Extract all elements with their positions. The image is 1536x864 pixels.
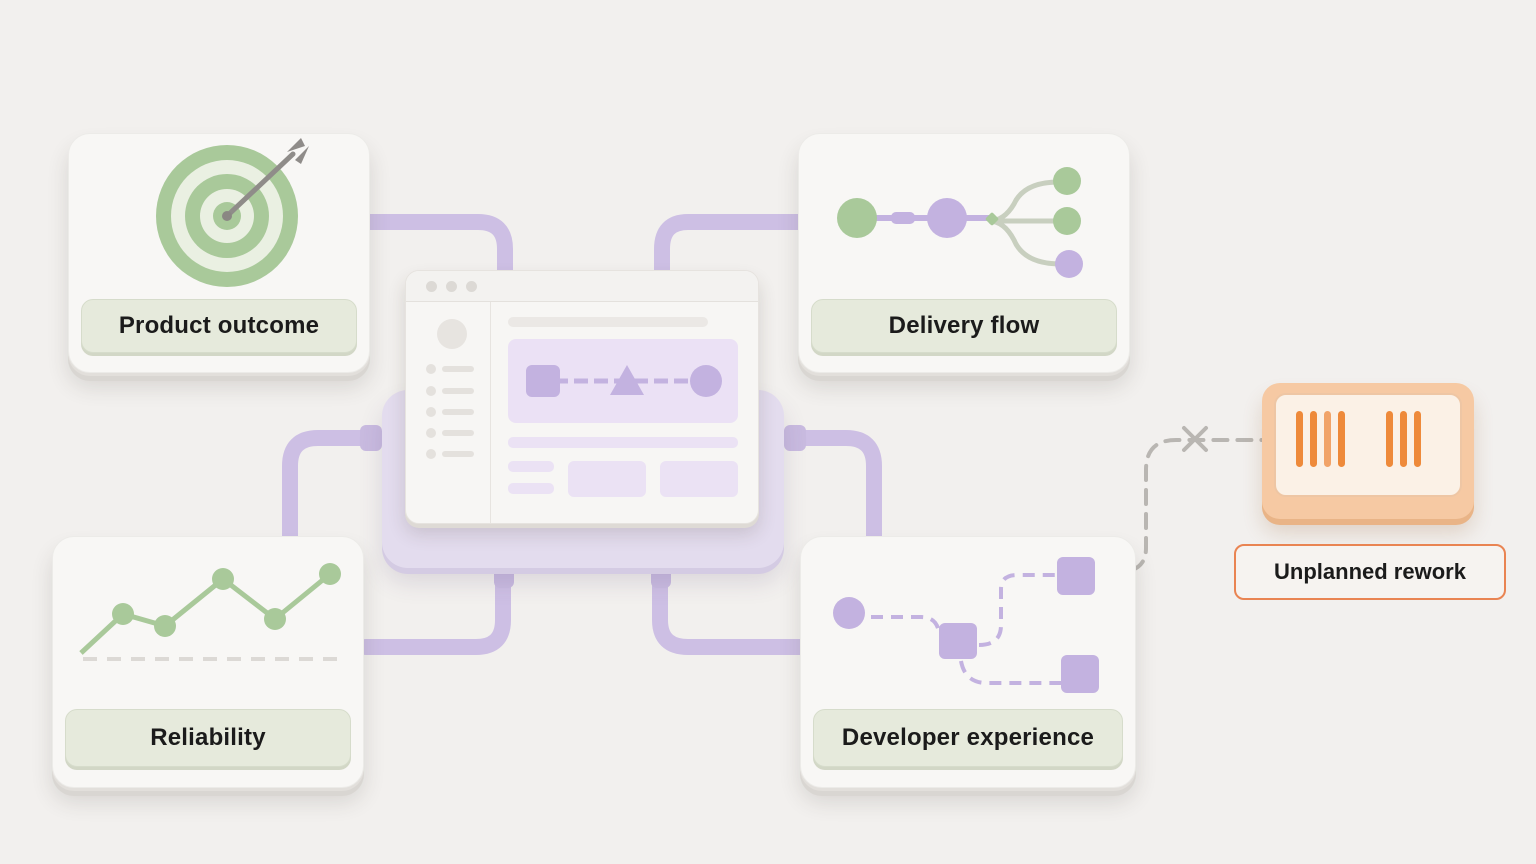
card-label-developer-experience: Developer experience: [813, 709, 1123, 767]
window-control-dot: [426, 281, 437, 292]
window-sidebar: [406, 302, 491, 523]
card-delivery-flow: Delivery flow: [798, 133, 1130, 373]
card-developer-experience: Developer experience: [800, 536, 1136, 788]
connector-bottom-right: [652, 567, 808, 655]
bars-block-icon: [1274, 393, 1462, 497]
card-label-delivery-flow: Delivery flow: [811, 299, 1117, 353]
branching-flow-icon: [837, 167, 1083, 278]
connector-developer-experience: [786, 430, 882, 548]
window-control-dot: [466, 281, 477, 292]
connector-product-outcome: [360, 214, 513, 280]
unplanned-rework-label: Unplanned rework: [1234, 544, 1506, 600]
central-app-window: [405, 270, 759, 524]
x-mark-icon: [1182, 426, 1208, 452]
connector-bottom-left: [358, 567, 511, 655]
rework-dashed-link: [1130, 438, 1264, 572]
card-reliability: Reliability: [52, 536, 364, 788]
card-product-outcome: Product outcome: [68, 133, 370, 373]
dashed-node-path-icon: [833, 557, 1099, 693]
browser-window-icon: [426, 317, 738, 497]
target-arrow-icon: [156, 138, 309, 287]
connector-reliability: [282, 430, 380, 548]
card-label-reliability: Reliability: [65, 709, 351, 767]
line-chart-icon: [79, 563, 343, 661]
window-title-bar: [406, 271, 758, 302]
connector-delivery-flow: [654, 214, 808, 280]
window-control-dot: [446, 281, 457, 292]
card-label-product-outcome: Product outcome: [81, 299, 357, 353]
unplanned-rework-block: [1262, 383, 1474, 519]
